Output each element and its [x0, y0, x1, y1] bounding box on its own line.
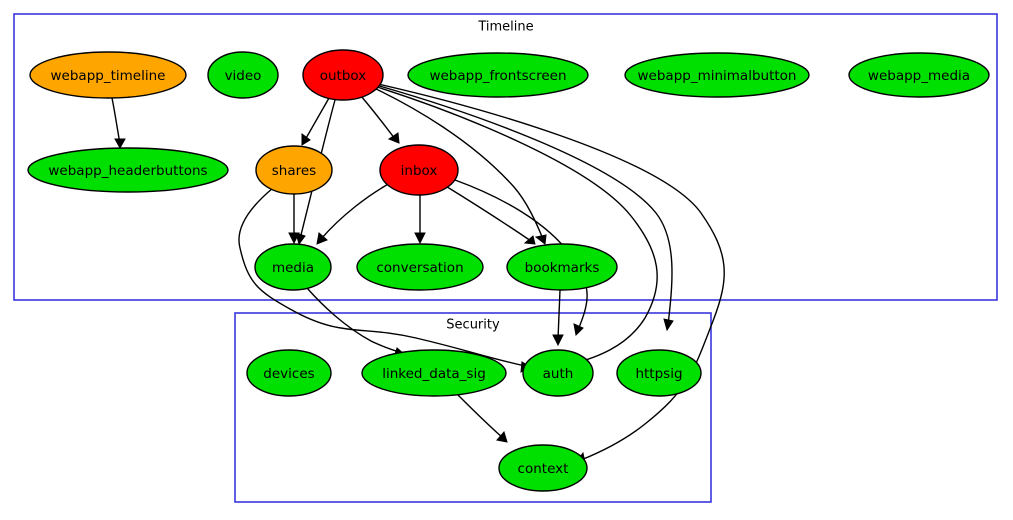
arrowhead-icon: [523, 235, 536, 245]
node-shape[interactable]: [498, 444, 588, 492]
edge-line: [360, 95, 396, 140]
node-webapp_media[interactable]: webapp_media: [848, 52, 990, 98]
node-video[interactable]: video: [207, 51, 279, 99]
node-label: auth: [543, 366, 574, 382]
cluster-security: Security: [234, 312, 712, 503]
node-label: webapp_minimalbutton: [638, 68, 797, 84]
edge-line: [371, 86, 544, 240]
node-label: devices: [263, 366, 314, 382]
arrowhead-icon: [573, 323, 584, 337]
node-shape[interactable]: [207, 51, 279, 99]
node-webapp_headerbuttons[interactable]: webapp_headerbuttons: [27, 147, 229, 193]
arrowhead-icon: [534, 234, 547, 245]
arrowhead-icon: [663, 318, 674, 332]
node-shape[interactable]: [379, 144, 459, 196]
edge-outbox-to-auth: [373, 85, 658, 368]
node-shape[interactable]: [27, 147, 229, 193]
node-shape[interactable]: [506, 243, 618, 291]
node-shape[interactable]: [848, 52, 990, 98]
cluster-timeline: Timeline: [13, 13, 998, 301]
edge-line: [373, 85, 658, 365]
edge-line: [377, 83, 725, 461]
node-shape[interactable]: [255, 145, 333, 195]
edge-line: [111, 97, 121, 145]
node-shape[interactable]: [246, 349, 332, 397]
node-shape[interactable]: [302, 49, 384, 101]
arrowhead-icon: [496, 430, 508, 443]
arrowhead-icon: [288, 232, 300, 245]
node-bookmarks[interactable]: bookmarks: [506, 243, 618, 291]
arrowhead-icon: [552, 334, 564, 347]
node-label: webapp_timeline: [51, 68, 166, 84]
node-shape[interactable]: [254, 243, 332, 291]
node-shape[interactable]: [356, 243, 484, 291]
edge-media-to-linked_data_sig: [306, 287, 406, 358]
node-shape[interactable]: [522, 349, 594, 397]
cluster-label: Security: [446, 318, 500, 333]
arrowhead-icon: [316, 232, 328, 245]
node-label: outbox: [320, 68, 367, 84]
node-webapp_frontscreen[interactable]: webapp_frontscreen: [407, 52, 589, 98]
edge-line: [238, 187, 526, 367]
node-outbox[interactable]: outbox: [302, 49, 384, 101]
arrowhead-icon: [414, 232, 426, 245]
node-label: webapp_headerbuttons: [48, 163, 207, 179]
edge-line: [375, 84, 673, 326]
edge-outbox-to-inbox: [360, 95, 400, 144]
node-shape[interactable]: [407, 52, 589, 98]
edge-outbox-to-bookmarks: [371, 86, 547, 245]
edge-outbox-to-httpsig: [375, 84, 674, 332]
node-inbox[interactable]: inbox: [379, 144, 459, 196]
node-shape[interactable]: [616, 349, 702, 397]
edge-inbox-to-bookmarks: [443, 184, 536, 245]
cluster-label: Timeline: [477, 20, 533, 35]
node-label: media: [272, 260, 314, 276]
arrowhead-icon: [114, 138, 126, 150]
node-label: webapp_media: [868, 68, 970, 84]
edge-inbox-to-conversation: [414, 195, 426, 245]
node-label: conversation: [376, 260, 463, 276]
node-label: context: [518, 461, 569, 477]
edge-line: [443, 184, 532, 242]
node-label: httpsig: [635, 366, 682, 382]
edge-line: [557, 289, 561, 340]
edge-webapp_timeline-to-webapp_headerbuttons: [111, 97, 126, 150]
node-webapp_minimalbutton[interactable]: webapp_minimalbutton: [624, 52, 810, 98]
node-label: video: [225, 68, 262, 84]
edge-line: [306, 287, 400, 353]
node-conversation[interactable]: conversation: [356, 243, 484, 291]
cluster-border: [13, 13, 998, 301]
node-context[interactable]: context: [498, 444, 588, 492]
arrowhead-icon: [387, 132, 400, 144]
node-media[interactable]: media: [254, 243, 332, 291]
node-label: shares: [272, 163, 316, 179]
arrowhead-icon: [301, 133, 311, 146]
node-label: bookmarks: [525, 260, 600, 276]
node-label: webapp_frontscreen: [429, 68, 566, 84]
node-shape[interactable]: [361, 349, 507, 397]
node-shape[interactable]: [29, 51, 187, 99]
node-shape[interactable]: [624, 52, 810, 98]
node-label: inbox: [401, 163, 438, 179]
edge-outbox-to-shares: [301, 97, 330, 146]
arrowhead-icon: [295, 232, 306, 246]
nodes-layer: webapp_timeline video outbox webapp_frontsc…: [27, 49, 990, 492]
node-shares[interactable]: shares: [255, 145, 333, 195]
edge-linked_data_sig-to-context: [456, 393, 508, 443]
node-devices[interactable]: devices: [246, 349, 332, 397]
edge-shares-to-media: [288, 194, 300, 245]
edge-line: [456, 393, 504, 439]
node-linked_data_sig[interactable]: linked_data_sig: [361, 349, 507, 397]
edge-line: [304, 97, 330, 141]
node-auth[interactable]: auth: [522, 349, 594, 397]
cluster-border: [234, 312, 712, 503]
node-webapp_timeline[interactable]: webapp_timeline: [29, 51, 187, 99]
edge-bookmarks-to-auth: [552, 289, 564, 347]
edge-line: [320, 181, 393, 240]
node-label: linked_data_sig: [382, 366, 486, 382]
node-httpsig[interactable]: httpsig: [616, 349, 702, 397]
edge-inbox-to-media: [316, 181, 393, 245]
